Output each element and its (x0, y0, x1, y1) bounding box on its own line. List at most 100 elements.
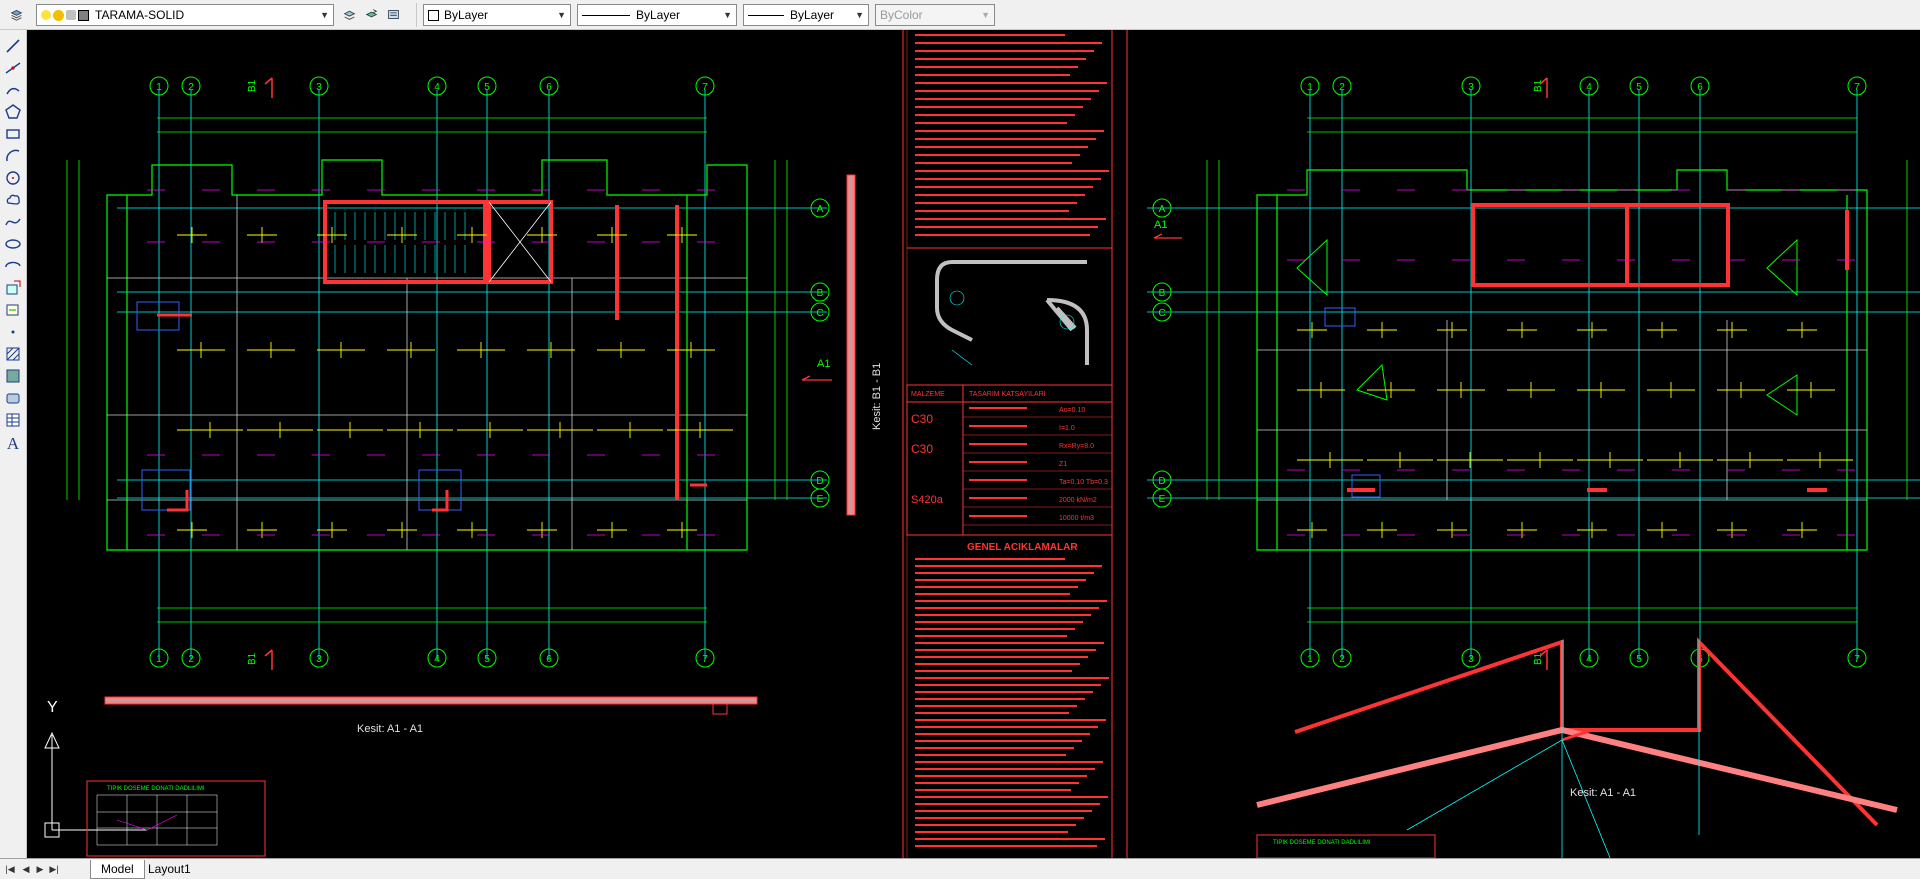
note-line (915, 635, 1067, 637)
note-line (915, 628, 1075, 630)
note-line (915, 754, 1066, 756)
grid-bubble (1579, 648, 1599, 668)
tab-model[interactable]: Model (90, 860, 145, 879)
tab-layout1[interactable]: Layout1 (148, 862, 191, 876)
hook-detail (935, 260, 1089, 365)
malzeme-header: MALZEME (911, 391, 945, 398)
hatch-tool-button[interactable] (2, 344, 24, 364)
color-swatch-icon (428, 9, 439, 21)
slab-schedule-right: TIPIK DOSEME DONATI DADLILIMI (1256, 834, 1436, 858)
spline-tool-button[interactable] (2, 212, 24, 232)
grid-bubble-label: B (1159, 288, 1166, 299)
color-value: ByLayer (444, 8, 489, 22)
section-caption-a1-right: Kesit: A1 - A1 (1570, 787, 1636, 799)
note-line (915, 768, 1095, 770)
first-tab-button[interactable]: |◀ (5, 864, 15, 874)
schedule-title-left: TIPIK DOSEME DONATI DADLILIMI (107, 786, 205, 792)
make-block-icon (6, 304, 19, 316)
grid-bubble-label: 6 (1697, 82, 1703, 93)
note-line (915, 58, 1086, 60)
grid-bubble-label: C (816, 308, 823, 319)
note-line (915, 677, 1109, 679)
note-line (915, 194, 1085, 196)
layer-states-icon (388, 10, 399, 19)
grid-bubble-label: 2 (1339, 82, 1345, 93)
grid-bubble (1152, 488, 1172, 508)
color-dropdown[interactable]: ByLayer ▼ (423, 4, 571, 26)
grid-bubble-label: 3 (316, 82, 322, 93)
grid-bubble (1152, 198, 1172, 218)
note-line (915, 796, 1108, 798)
note-line (915, 586, 1078, 588)
layer-manager-button[interactable] (4, 4, 32, 26)
sun-icon (53, 9, 64, 21)
grid-bubble (1629, 648, 1649, 668)
grid-bubble-label: 7 (1854, 654, 1860, 665)
circle-tool-button[interactable] (2, 168, 24, 188)
construction-line-button[interactable] (2, 58, 24, 78)
line-icon (6, 39, 20, 53)
grid-bubble (695, 648, 715, 668)
grid-bubble (1300, 648, 1320, 668)
design-row-value: I=1.0 (1059, 425, 1075, 432)
make-block-button[interactable] (2, 300, 24, 320)
grid-bubble-label: D (1158, 476, 1165, 487)
layer-states-button[interactable] (384, 4, 404, 26)
note-line (915, 66, 1078, 68)
note-line (915, 593, 1070, 595)
section-mark-b1-top: B1 (247, 79, 258, 92)
layer-previous-icon (365, 9, 378, 18)
revision-cloud-button[interactable] (2, 190, 24, 210)
line-tool-button[interactable] (2, 36, 24, 56)
arc-icon (6, 149, 20, 162)
grid-bubble (695, 76, 715, 96)
note-line (915, 210, 1069, 212)
last-tab-button[interactable]: ▶| (49, 864, 59, 874)
section-a1-strip (104, 696, 758, 705)
section-mark-b1-right-top: B1 (1533, 79, 1544, 92)
table-tool-button[interactable] (2, 410, 24, 430)
grid-bubble-label: D (816, 476, 823, 487)
lineweight-preview (748, 14, 784, 16)
arc-tool-button[interactable] (2, 146, 24, 166)
design-row-label (969, 443, 1027, 445)
linetype-value: ByLayer (636, 8, 681, 22)
multiline-text-button[interactable]: A (2, 434, 24, 454)
grid-bubble-label: 1 (156, 654, 162, 665)
note-line (915, 817, 1084, 819)
section-mark-a1: A1 (817, 358, 830, 370)
gradient-tool-button[interactable] (2, 366, 24, 386)
note-line (915, 663, 1080, 665)
linetype-dropdown[interactable]: ByLayer ▼ (577, 4, 737, 26)
chevron-down-icon: ▼ (557, 10, 566, 20)
insert-block-button[interactable] (2, 278, 24, 298)
grid-bubble-label: 7 (702, 654, 708, 665)
grid-bubble (810, 302, 830, 322)
prev-tab-button[interactable]: ◀ (22, 864, 30, 874)
grid-bubble (1300, 76, 1320, 96)
design-row-value: Ao=0.10 (1059, 407, 1085, 414)
grid-bubble (1461, 76, 1481, 96)
plotstyle-dropdown[interactable]: ByColor ▼ (875, 4, 995, 26)
polyline-tool-button[interactable] (2, 80, 24, 100)
region-icon (6, 393, 20, 404)
make-current-layer-button[interactable] (340, 4, 360, 26)
steel-class: S420a (911, 494, 944, 506)
ellipse-tool-button[interactable] (2, 234, 24, 254)
grid-bubble-label: C (1158, 308, 1165, 319)
next-tab-button[interactable]: ▶ (36, 864, 44, 874)
layer-previous-button[interactable] (362, 4, 382, 26)
note-line (915, 642, 1104, 644)
region-tool-button[interactable] (2, 388, 24, 408)
grid-bubble-label: 7 (1854, 82, 1860, 93)
note-line (915, 178, 1101, 180)
layer-dropdown[interactable]: TARAMA-SOLID ▼ (36, 4, 334, 26)
grid-bubble-label: 5 (1636, 82, 1642, 93)
note-line (915, 607, 1099, 609)
polygon-tool-button[interactable] (2, 102, 24, 122)
rectangle-tool-button[interactable] (2, 124, 24, 144)
ellipse-arc-button[interactable] (2, 256, 24, 276)
lineweight-dropdown[interactable]: ByLayer ▼ (743, 4, 869, 26)
point-tool-button[interactable] (2, 322, 24, 342)
